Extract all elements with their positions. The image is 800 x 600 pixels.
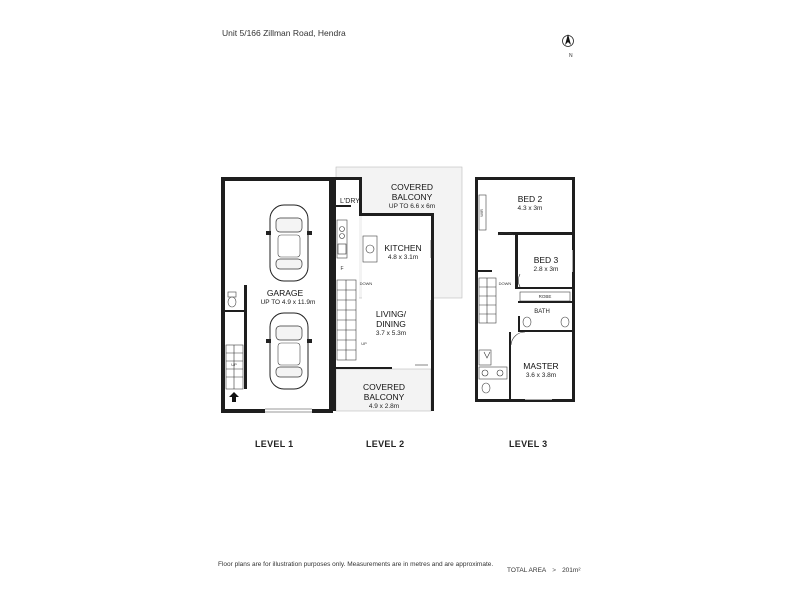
room-balcony-top-dims: UP TO 6.6 x 6m xyxy=(389,203,435,210)
room-robe-name: ROBE xyxy=(539,294,552,299)
level-3-plan: DOWN WIR BED 2 4.3 x 3m BED 3 2.8 x 3m R… xyxy=(475,177,575,402)
down-label-level-3: DOWN xyxy=(499,281,512,286)
toilet-level-1 xyxy=(227,291,237,308)
level-2-plan: F DOWN UP COVERED BALCONY UP TO 6.6 x 6m… xyxy=(332,166,463,412)
room-garage-name: GARAGE xyxy=(267,288,304,298)
room-kitchen-name: KITCHEN xyxy=(384,243,421,253)
car-top xyxy=(266,204,312,282)
level-3-label: LEVEL 3 xyxy=(509,439,548,449)
room-balcony-bottom-dims: 4.9 x 2.8m xyxy=(369,403,399,410)
room-bath-name: BATH xyxy=(534,309,550,315)
room-bed2-name: BED 2 xyxy=(518,194,543,204)
stair-level-1 xyxy=(225,344,244,390)
north-arrow-icon: N xyxy=(562,34,574,59)
property-address: Unit 5/166 Zillman Road, Hendra xyxy=(222,28,346,38)
room-master-name: MASTER xyxy=(523,361,558,371)
entry-arrow-icon xyxy=(229,392,239,402)
stair-level-2 xyxy=(336,279,357,361)
fridge-label: F xyxy=(340,266,343,272)
wir-label: WIR xyxy=(479,209,484,217)
ensuite-fixtures xyxy=(478,349,508,394)
room-garage-dims: UP TO 4.9 x 11.9m xyxy=(261,299,316,306)
level-2-label: LEVEL 2 xyxy=(366,439,405,449)
room-balcony-top-line2: BALCONY xyxy=(392,192,433,202)
room-laundry-name: L'DRY xyxy=(340,198,360,205)
up-label-level-1: UP xyxy=(231,362,237,367)
room-balcony-top-line1: COVERED xyxy=(391,182,433,192)
north-label: N xyxy=(569,53,573,59)
total-area-value: 201m² xyxy=(562,567,581,574)
room-living-dims: 3.7 x 5.3m xyxy=(376,330,406,337)
total-area-separator: > xyxy=(552,567,557,574)
level-1-label: LEVEL 1 xyxy=(255,439,294,449)
disclaimer-text: Floor plans are for illustration purpose… xyxy=(218,561,494,568)
room-bed3-dims: 2.8 x 3m xyxy=(534,266,559,273)
room-master-dims: 3.6 x 3.8m xyxy=(526,372,556,379)
stair-level-3 xyxy=(478,277,497,324)
room-kitchen-dims: 4.8 x 3.1m xyxy=(388,254,418,261)
up-label-level-2: UP xyxy=(361,341,367,346)
room-bed2-dims: 4.3 x 3m xyxy=(518,205,543,212)
down-label-level-2: DOWN xyxy=(360,281,373,286)
total-area-label: TOTAL AREA xyxy=(507,567,547,574)
kitchen-bench xyxy=(336,219,348,259)
room-balcony-bottom-line2: BALCONY xyxy=(364,392,405,402)
room-living-line2: DINING xyxy=(376,319,406,329)
car-bottom xyxy=(266,312,312,390)
kitchen-island xyxy=(362,235,378,263)
total-area: TOTAL AREA >201m² xyxy=(507,567,581,574)
room-bed3-name: BED 3 xyxy=(534,255,559,265)
room-living-line1: LIVING/ xyxy=(376,309,407,319)
room-balcony-bottom-line1: COVERED xyxy=(363,382,405,392)
level-1-plan: UP GARAGE UP TO 4.9 x 11.9m xyxy=(221,177,333,413)
